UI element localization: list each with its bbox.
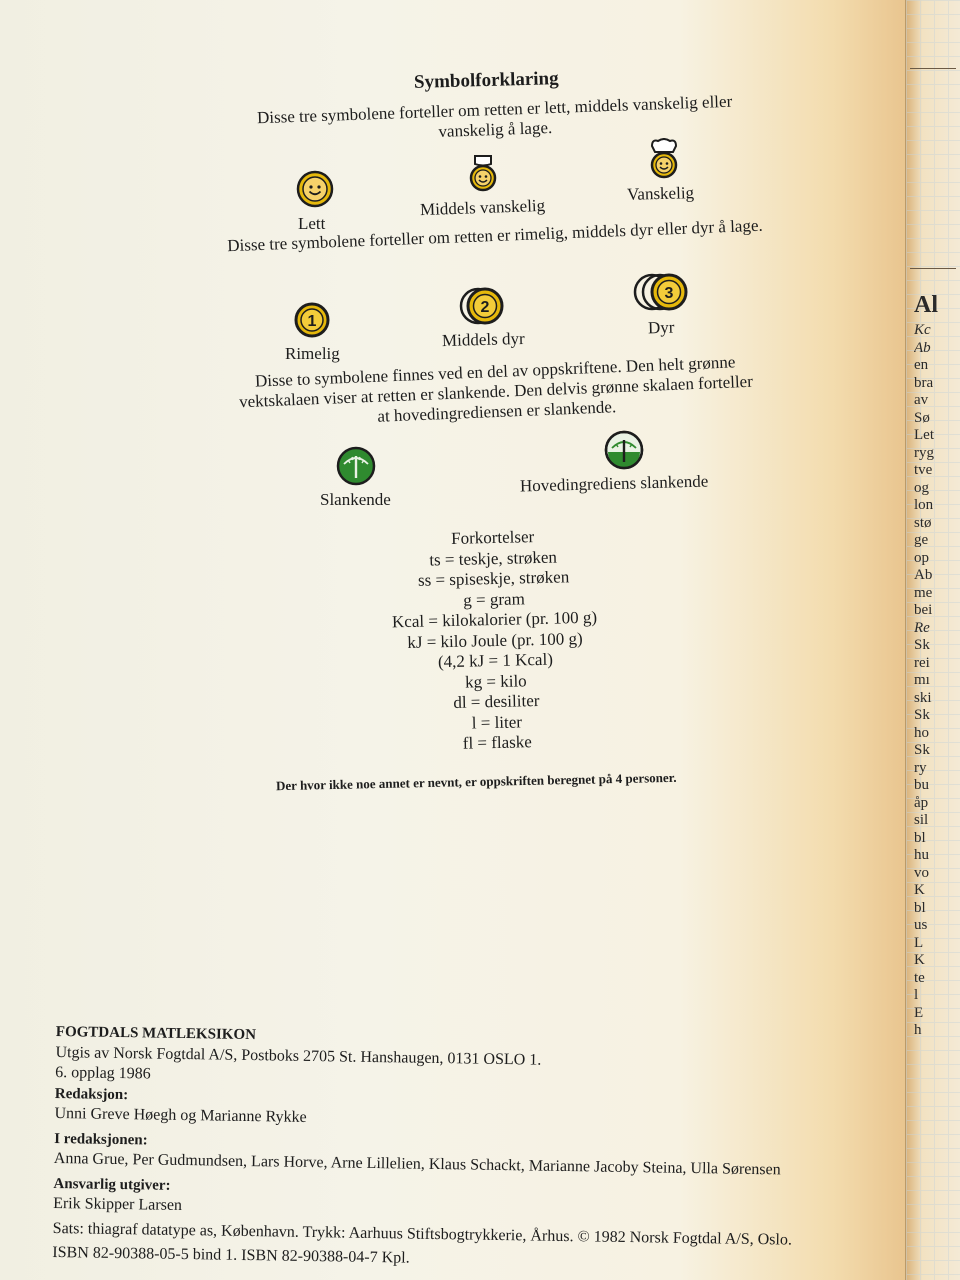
adjacent-fragment: Kc [914, 322, 931, 338]
adjacent-fragment: ski [914, 689, 932, 706]
servings-note: Der hvor ikke noe annet er nevnt, er opp… [275, 769, 677, 794]
adjacent-fragment: bu [914, 777, 929, 793]
page-heading: Symbolforklaring [413, 68, 559, 93]
adjacent-fragment: bl [914, 829, 926, 846]
page-rule [910, 268, 956, 269]
adjacent-fragment: op [914, 549, 929, 566]
adjacent-fragment: Sø [914, 409, 930, 426]
adjacent-fragment: bei [914, 602, 933, 618]
coin-number-1: 1 [308, 313, 317, 330]
label-expensive: Dyr [647, 317, 675, 338]
adjacent-fragment: og [914, 479, 929, 496]
cheap-coin-icon: 1 [294, 302, 330, 338]
adjacent-fragment: tve [914, 462, 933, 478]
label-slimming: Slankende [320, 490, 391, 509]
adjacent-fragment: Ab [914, 339, 931, 356]
adjacent-page [905, 0, 960, 1280]
imprint: FOGTDALS MATLEKSIKON Utgis av Norsk Fogt… [52, 1022, 896, 1277]
adjacent-fragment: ry [914, 759, 927, 776]
adjacent-fragment: Sk [914, 742, 930, 758]
adjacent-fragment: Sk [914, 637, 930, 653]
adjacent-fragment: L [914, 934, 924, 951]
adjacent-fragment: stø [914, 514, 932, 531]
medium-price-coins-icon: 2 [459, 287, 504, 325]
adjacent-fragment: av [914, 392, 929, 408]
adjacent-fragment: te [914, 969, 925, 986]
adjacent-fragment: h [914, 1022, 922, 1038]
adjacent-page-text: Al Kc Ab en bra av Sø Let ryg tve og lon… [914, 290, 960, 1040]
hard-chef-icon [650, 138, 678, 179]
label-easy: Lett [298, 214, 326, 233]
adjacent-fragment: us [914, 917, 928, 933]
page-rule [910, 68, 956, 69]
main-ingredient-slimming-scale-icon [604, 430, 644, 470]
label-cheap: Rimelig [285, 344, 340, 363]
label-medium-difficulty: Middels vanskelig [419, 195, 546, 220]
adjacent-fragment: rei [914, 654, 930, 671]
adjacent-fragment: ho [914, 724, 929, 741]
label-main-ingredient-slimming: Hovedingrediens slankende [519, 471, 709, 496]
adjacent-fragment: sil [914, 812, 929, 828]
label-hard: Vanskelig [626, 183, 695, 204]
adjacent-fragment: Sk [914, 707, 930, 723]
adjacent-fragment: Ab [914, 567, 933, 583]
adjacent-fragment: Let [914, 427, 934, 443]
coin-number-3: 3 [665, 285, 674, 302]
adjacent-fragment: vo [914, 864, 929, 881]
adjacent-fragment: bra [914, 374, 934, 391]
easy-smiley-icon [296, 170, 334, 208]
adjacent-fragment: Al [914, 292, 938, 318]
expensive-coins-icon: 3 [633, 273, 688, 311]
adjacent-fragment: me [914, 584, 933, 601]
adjacent-fragment: bl [914, 899, 926, 916]
adjacent-fragment: ryg [914, 444, 934, 461]
abbreviations-list: Forkortelser ts = teskje, strøken ss = s… [327, 524, 662, 757]
adjacent-fragment: K [914, 882, 925, 898]
adjacent-fragment: mı [914, 672, 930, 688]
book-page: Symbolforklaring Disse tre symbolene for… [0, 0, 905, 1280]
slimming-scale-icon [336, 446, 376, 486]
adjacent-fragment: lon [914, 497, 934, 513]
medium-chef-icon [469, 155, 497, 192]
adjacent-fragment: hu [914, 847, 929, 863]
adjacent-fragment: l [914, 987, 919, 1003]
label-medium-price: Middels dyr [441, 328, 525, 351]
adjacent-fragment: åp [914, 794, 929, 811]
adjacent-fragment: ge [914, 532, 929, 548]
adjacent-fragment: K [914, 952, 925, 968]
adjacent-fragment: Re [914, 619, 930, 636]
grid-paper [906, 0, 960, 1280]
coin-number-2: 2 [481, 299, 490, 316]
adjacent-fragment: en [914, 357, 929, 373]
adjacent-fragment: E [914, 1004, 924, 1021]
